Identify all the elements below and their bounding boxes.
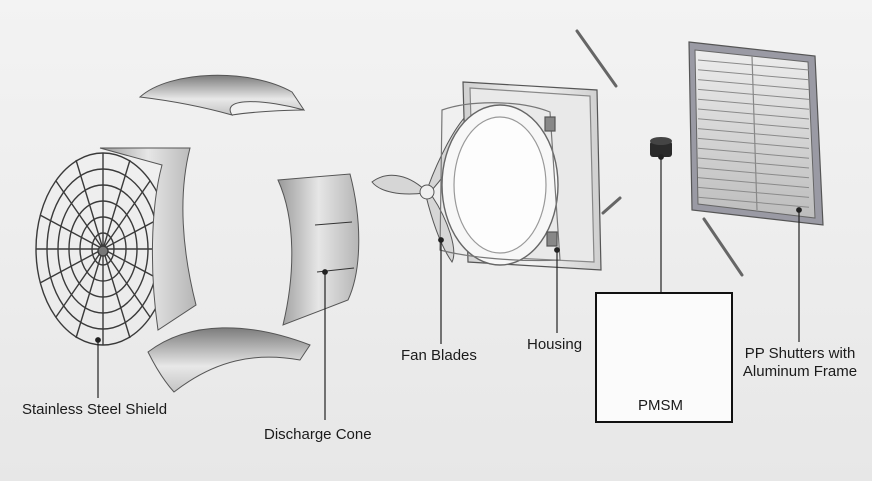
label-pmsm: PMSM xyxy=(638,397,683,414)
shutter-louver xyxy=(697,128,810,140)
shutter-louver xyxy=(697,59,810,71)
pp-shutters xyxy=(688,41,824,226)
label-stainless-steel-shield: Stainless Steel Shield xyxy=(22,401,168,418)
pmsm-callout-box xyxy=(595,292,733,423)
label-discharge-cone: Discharge Cone xyxy=(264,426,372,443)
housing xyxy=(439,81,602,271)
shutter-louver xyxy=(697,186,810,198)
shutter-louver xyxy=(697,196,810,208)
label-housing: Housing xyxy=(527,336,583,353)
stainless-steel-shield xyxy=(35,152,171,346)
leader-lines xyxy=(95,154,802,420)
shutter-louver xyxy=(697,118,810,130)
shutter-louver xyxy=(697,147,810,159)
shutter-louvers xyxy=(697,59,810,208)
shutter-louver xyxy=(697,167,810,179)
shutter-louver xyxy=(697,137,810,149)
shutter-louver xyxy=(697,177,810,189)
label-fan-blades: Fan Blades xyxy=(401,347,477,364)
shutter-louver xyxy=(697,69,810,81)
motor-connector xyxy=(650,137,672,157)
shutter-louver xyxy=(697,157,810,169)
label-pp-shutters: PP Shutters with Aluminum Frame xyxy=(740,345,860,381)
label-pp-shutters-line1: PP Shutters with xyxy=(744,345,856,362)
label-pp-shutters-line2: Aluminum Frame xyxy=(742,363,858,380)
discharge-cone-panels xyxy=(99,74,360,393)
